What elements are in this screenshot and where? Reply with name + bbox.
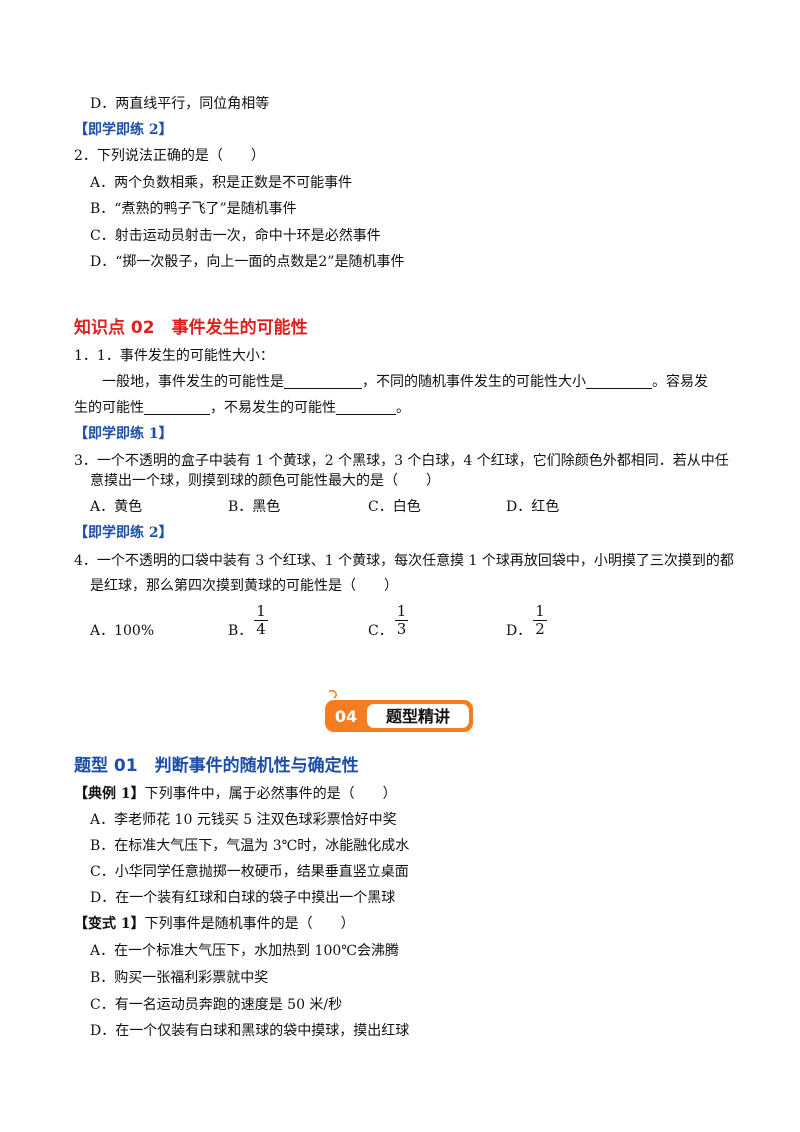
variant-1-stem: 【变式 1】下列事件是随机事件的是（ ）: [74, 914, 355, 934]
fraction-numerator: 1: [533, 602, 547, 621]
question-3-option-d: D．红色: [506, 499, 560, 515]
question-2-option-d: D．“掷一次骰子，向上一面的点数是2”是随机事件: [90, 254, 405, 270]
question-2-stem: 2．下列说法正确的是（ ）: [74, 148, 265, 164]
fraction-denominator: 2: [535, 620, 545, 638]
question-3-option-c: C．白色: [368, 499, 421, 515]
banner-number: 04: [335, 707, 357, 726]
variant-1-option-a: A．在一个标准大气压下，水加热到 100℃会沸腾: [90, 943, 399, 959]
option-d-prev: D．两直线平行，同位角相等: [90, 96, 270, 112]
practice-tag: 【即学即练 1】: [74, 426, 173, 442]
question-2-option-c: C．射击运动员射击一次，命中十环是必然事件: [90, 228, 381, 244]
text-fragment: 一般地，事件发生的可能性是: [102, 374, 284, 390]
question-4-option-a: A．100%: [90, 623, 155, 639]
banner-label: 题型精讲: [386, 707, 450, 726]
option-label: B．: [228, 622, 253, 639]
question-3-line-2: 意摸出一个球，则摸到球的颜色可能性最大的是（ ）: [90, 473, 440, 489]
question-2-option-a: A．两个负数相乘，积是正数是不可能事件: [90, 175, 353, 191]
variant-1-option-b: B．购买一张福利彩票就中奖: [90, 970, 269, 986]
question-4-line-1: 4．一个不透明的口袋中装有 3 个红球、1 个黄球，每次任意摸 1 个球再放回袋…: [74, 553, 734, 569]
fraction-numerator: 1: [394, 602, 409, 621]
practice-tag: 【即学即练 2】: [74, 122, 173, 138]
example-tag: 【典例 1】: [74, 786, 145, 802]
fraction-denominator: 3: [396, 620, 407, 638]
practice-tag: 【即学即练 2】: [74, 525, 173, 541]
question-4-line-2: 是红球，那么第四次摸到黄球的可能性是（ ）: [90, 578, 398, 594]
section-banner: 04 题型精讲: [323, 689, 475, 734]
example-1-option-a: A．李老师花 10 元钱买 5 注双色球彩票恰好中奖: [90, 812, 397, 828]
question-2-option-b: B．“煮熟的鸭子飞了”是随机事件: [90, 201, 297, 217]
text-fragment: ，不同的随机事件发生的可能性大小: [362, 374, 586, 390]
text-fragment: 。: [396, 400, 410, 416]
banner-graphic: 04 题型精讲: [325, 689, 473, 732]
text-fragment: 生的可能性: [74, 400, 144, 416]
banner-swirl: [328, 689, 338, 699]
variant-1-option-c: C．有一名运动员奔跑的速度是 50 米/秒: [90, 997, 343, 1013]
example-question: 下列事件中，属于必然事件的是（ ）: [144, 786, 397, 802]
fill-blank: [284, 372, 362, 389]
fill-blank: [336, 398, 396, 415]
example-1-option-b: B．在标准大气压下，气温为 3℃时，冰能融化成水: [90, 838, 410, 854]
fill-blank: [144, 398, 210, 415]
example-1-stem: 【典例 1】下列事件中，属于必然事件的是（ ）: [74, 784, 397, 804]
fraction-numerator: 1: [254, 602, 268, 621]
question-3-option-b: B．黑色: [228, 499, 281, 515]
example-1-option-d: D．在一个装有红球和白球的袋子中摸出一个黑球: [90, 890, 396, 906]
variant-tag: 【变式 1】: [74, 916, 145, 932]
variant-1-option-d: D．在一个仅装有白球和黑球的袋中摸球，摸出红球: [90, 1023, 410, 1039]
question-3-option-a: A．黄色: [90, 499, 143, 515]
text-fragment: ，不易发生的可能性: [210, 400, 336, 416]
fill-blank: [586, 372, 652, 389]
option-label: C．: [368, 622, 393, 639]
knowledge-item-1: 1．1．事件发生的可能性大小：: [74, 348, 274, 364]
text-fragment: 。容易发: [652, 374, 708, 390]
question-3-line-1: 3．一个不透明的盒子中装有 1 个黄球，2 个黑球，3 个白球，4 个红球，它们…: [74, 453, 729, 469]
knowledge-paragraph-line-2: 生的可能性 ，不易发生的可能性 。: [74, 398, 410, 418]
knowledge-paragraph-line-1: 一般地，事件发生的可能性是 ，不同的随机事件发生的可能性大小 。容易发: [102, 372, 708, 392]
section-title-knowledge-02: 知识点 02 事件发生的可能性: [74, 318, 308, 338]
section-title-type-01: 题型 01 判断事件的随机性与确定性: [74, 756, 359, 776]
variant-question: 下列事件是随机事件的是（ ）: [144, 916, 355, 932]
option-label: D．: [506, 622, 532, 639]
banner-inner-label-box: [367, 704, 469, 728]
example-1-option-c: C．小华同学任意抛掷一枚硬币，结果垂直竖立桌面: [90, 864, 409, 880]
fraction-denominator: 4: [256, 620, 266, 638]
